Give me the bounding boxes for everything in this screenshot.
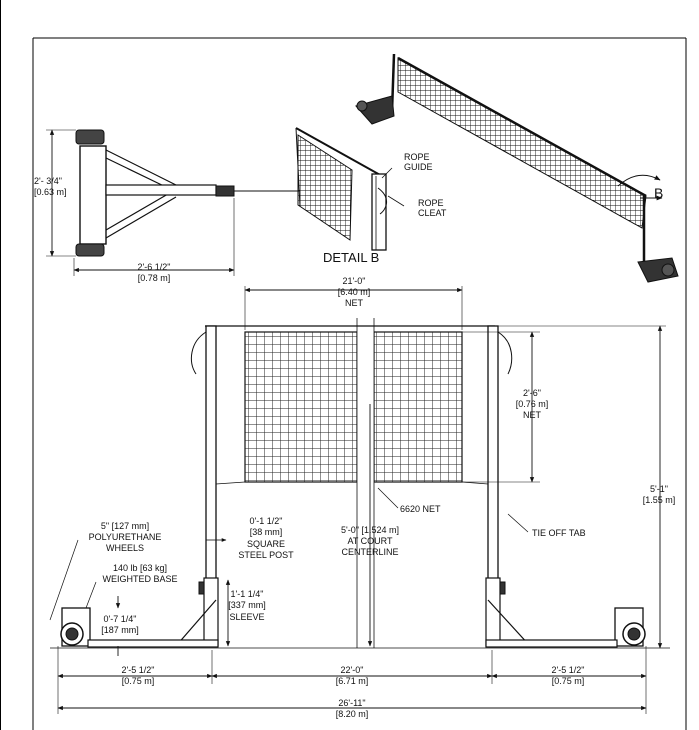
tie-off-tab-label: TIE OFF TAB bbox=[532, 528, 586, 538]
dim-side-depth: 2'-6 1/2" bbox=[138, 262, 171, 272]
centerline-line2: AT COURT bbox=[347, 536, 393, 546]
dim-between-posts-metric: [6.71 m] bbox=[336, 676, 369, 686]
base-height-line2: [187 mm] bbox=[101, 625, 139, 635]
wheels-line1: 5" [127 mm] bbox=[101, 521, 149, 531]
wheels-line2: POLYURETHANE bbox=[89, 532, 162, 542]
dim-side-depth-metric: [0.78 m] bbox=[138, 273, 171, 283]
detail-b-drawing bbox=[295, 127, 405, 251]
centerline-line3: CENTERLINE bbox=[341, 547, 398, 557]
net-model-label: 6620 NET bbox=[400, 504, 441, 514]
dim-base-left-metric: [0.75 m] bbox=[122, 676, 155, 686]
front-elevation bbox=[50, 318, 670, 649]
centerline-line1: 5'-0" [1.524 m] bbox=[341, 525, 399, 535]
net-right-panel bbox=[373, 331, 463, 483]
dim-side-height: 2'- 3/4" bbox=[34, 176, 62, 186]
dim-net-width: 21'-0" bbox=[343, 276, 366, 286]
dim-net-height-label: NET bbox=[523, 410, 542, 420]
front-dimension-lines bbox=[49, 286, 666, 714]
net-left-panel bbox=[244, 331, 358, 483]
dim-base-right: 2'-5 1/2" bbox=[552, 665, 585, 675]
detail-b-label: DETAIL B bbox=[323, 250, 379, 265]
rope-guide-line1: ROPE bbox=[404, 152, 430, 162]
dim-side-height-metric: [0.63 m] bbox=[34, 187, 67, 197]
base-height-line1: 0'-7 1/4" bbox=[104, 614, 137, 624]
wheels-line3: WHEELS bbox=[106, 543, 144, 553]
dim-post-height-metric: [1.55 m] bbox=[643, 495, 676, 505]
dim-net-height: 2'-6" bbox=[523, 388, 541, 398]
weighted-base-line1: 140 lb [63 kg] bbox=[113, 563, 167, 573]
dim-net-height-metric: [0.76 m] bbox=[516, 399, 549, 409]
dim-overall: 26'-11" bbox=[338, 698, 365, 708]
dim-overall-metric: [8.20 m] bbox=[336, 709, 369, 719]
post-line3: SQUARE bbox=[247, 539, 285, 549]
dim-net-width-label: NET bbox=[345, 298, 364, 308]
rope-cleat-line1: ROPE bbox=[418, 198, 444, 208]
dim-between-posts: 22'-0" bbox=[341, 665, 364, 675]
dim-post-height: 5'-1" bbox=[650, 484, 668, 494]
post-line1: 0'-1 1/2" bbox=[250, 516, 283, 526]
sleeve-right bbox=[485, 577, 501, 647]
sleeve-line1: 1'-1 1/4" bbox=[231, 589, 264, 599]
weighted-base-line2: WEIGHTED BASE bbox=[102, 574, 177, 584]
rope-guide-line2: GUIDE bbox=[404, 162, 433, 172]
post-line4: STEEL POST bbox=[238, 550, 294, 560]
isometric-view bbox=[355, 53, 679, 283]
arrow-b-label: B bbox=[654, 185, 663, 201]
dim-net-width-metric: [6.40 m] bbox=[338, 287, 371, 297]
post-line2: [38 mm] bbox=[250, 527, 283, 537]
sleeve-line3: SLEEVE bbox=[229, 612, 264, 622]
sleeve-line2: [337 mm] bbox=[228, 600, 266, 610]
side-view bbox=[46, 129, 300, 276]
dim-base-right-metric: [0.75 m] bbox=[552, 676, 585, 686]
dim-base-left: 2'-5 1/2" bbox=[122, 665, 155, 675]
rope-cleat-line2: CLEAT bbox=[418, 208, 447, 218]
